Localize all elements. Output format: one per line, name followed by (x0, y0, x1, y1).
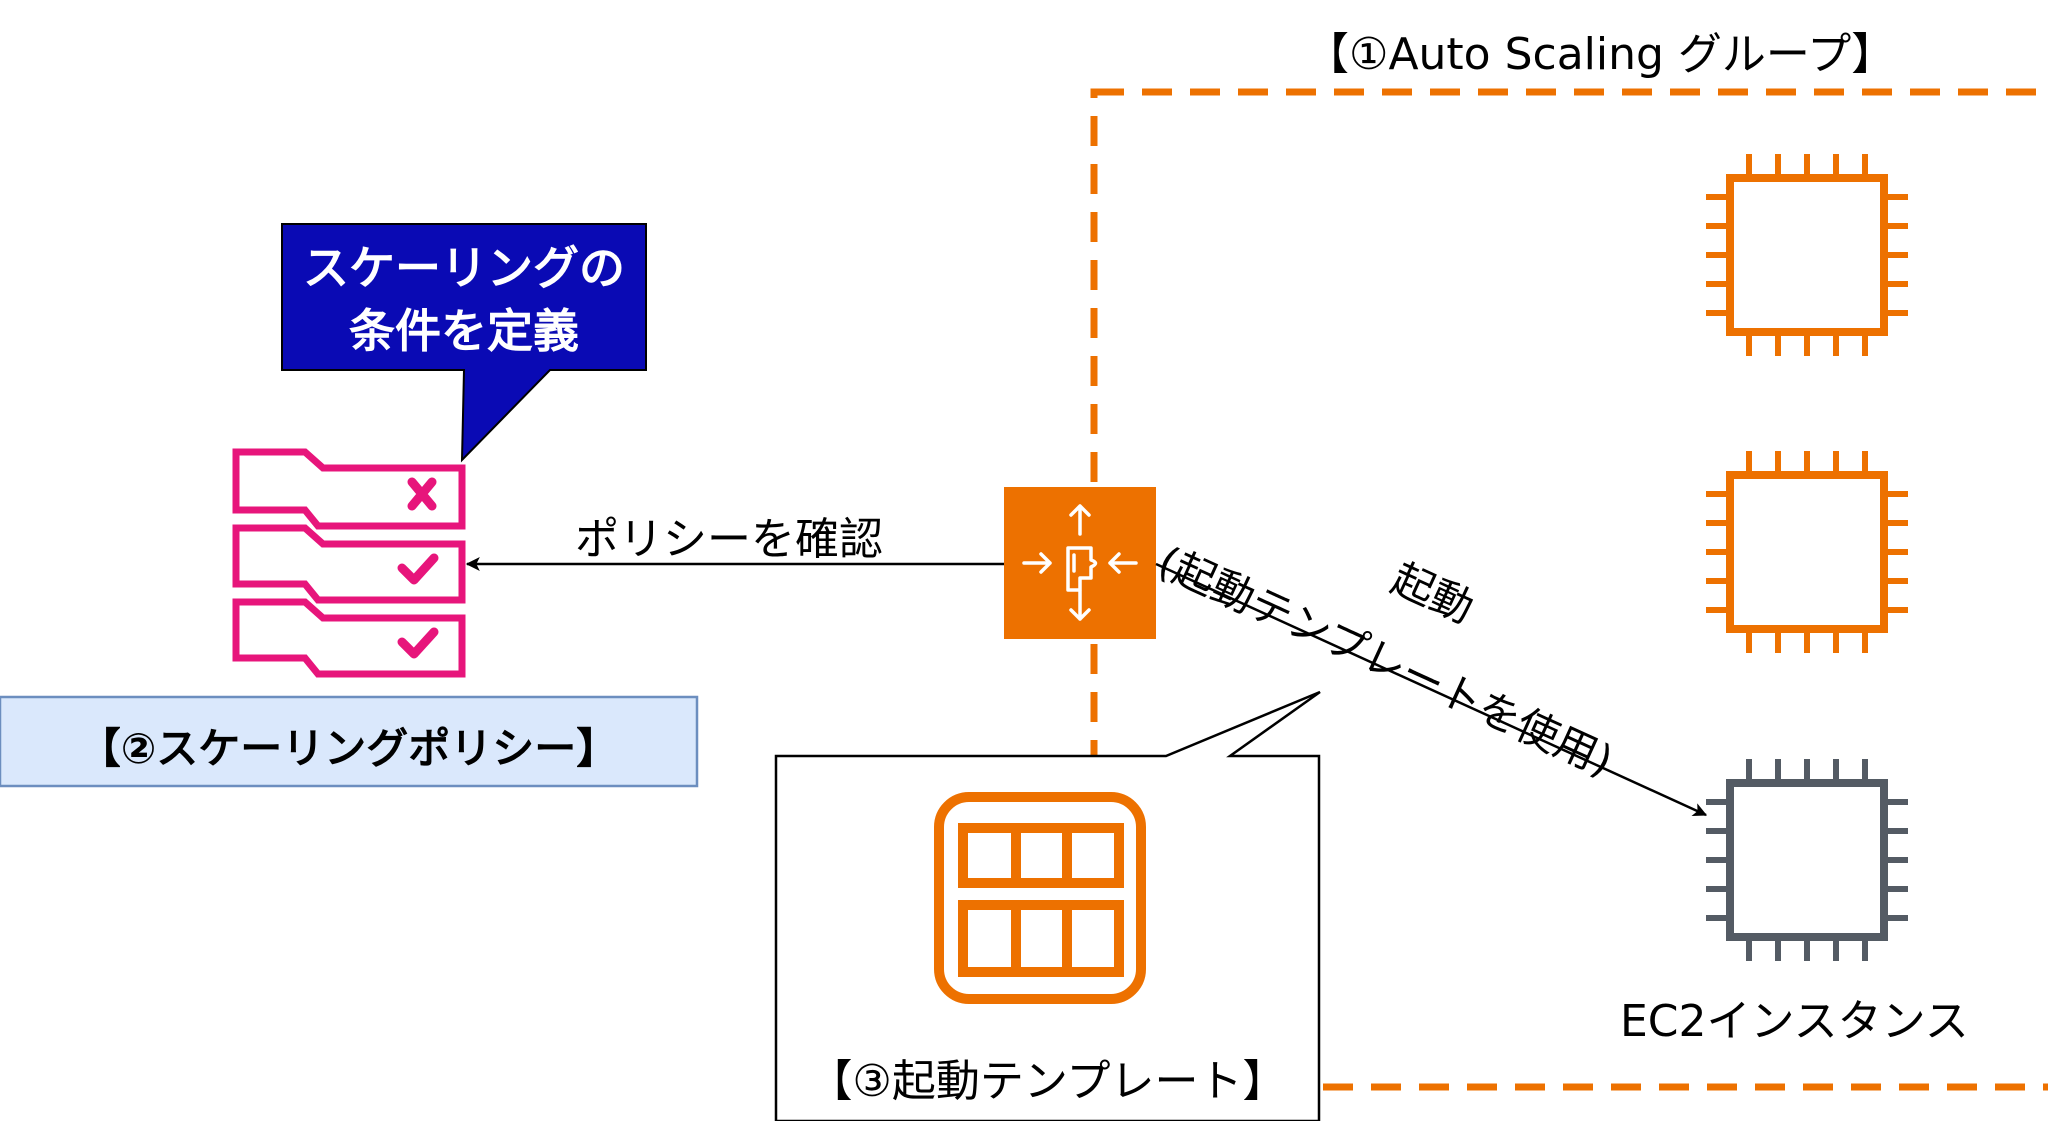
check-mark-icon (397, 553, 439, 585)
policy-callout-line2: 条件を定義 (349, 304, 579, 358)
policy-callout-line1: スケーリングの (303, 241, 625, 295)
launch-template-icon (934, 792, 1146, 1004)
auto-scaling-icon (1004, 487, 1156, 639)
launch-template-label: 【③起動テンプレート】 (808, 1056, 1287, 1107)
scaling-policy-icon (232, 448, 466, 678)
edge-launch (1155, 562, 1708, 817)
check-mark-icon (397, 627, 439, 659)
ec2-chip-icon (1706, 451, 1908, 653)
policy-callout-shape (281, 223, 647, 463)
auto-scaling-group-label: 【①Auto Scaling グループ】 (1305, 29, 1896, 80)
edge-check-policy-label: ポリシーを確認 (575, 514, 883, 565)
ec2-chip-new-icon (1706, 759, 1908, 961)
ec2-instances (1706, 154, 1908, 961)
ec2-chip-icon (1706, 154, 1908, 356)
cross-mark-icon (407, 477, 437, 511)
ec2-instances-label: EC2インスタンス (1620, 996, 1969, 1047)
policy-label-box (0, 695, 699, 788)
scaling-policy-label: 【②スケーリングポリシー】 (78, 724, 619, 773)
auto-scaling-group-border (1090, 88, 2048, 1091)
